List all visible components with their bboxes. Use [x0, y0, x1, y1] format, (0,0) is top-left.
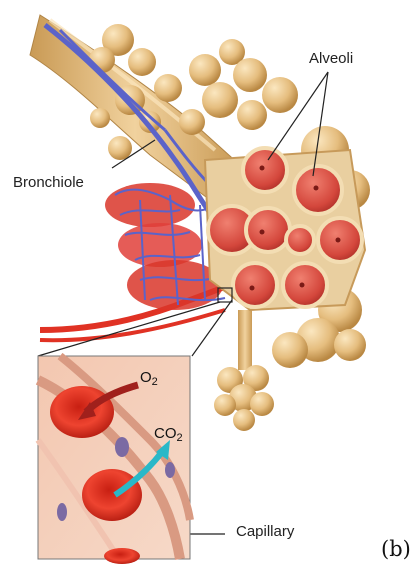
capillary-label: Capillary	[236, 523, 294, 540]
epithelial-nucleus-2	[57, 503, 67, 521]
red-blood-cell-2	[82, 469, 142, 521]
epithelial-nucleus-1	[115, 437, 129, 457]
epithelial-nucleus-3	[165, 462, 175, 478]
capillary-inset: O2 CO2	[38, 356, 190, 564]
alveoli-label: Alveoli	[309, 50, 353, 67]
alveolar-cluster-lower	[214, 310, 274, 431]
red-blood-cell-3	[104, 548, 140, 564]
panel-label: (b)	[381, 537, 411, 561]
alveolar-sac-cross-section	[205, 148, 365, 310]
red-blood-cell-1	[50, 386, 114, 438]
bronchiole-label: Bronchiole	[13, 174, 84, 191]
